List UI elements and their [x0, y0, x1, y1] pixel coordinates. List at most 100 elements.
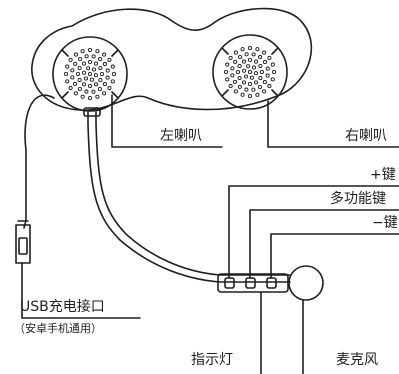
grille-hole — [230, 66, 235, 71]
grille-hole — [237, 84, 242, 89]
grille-hole — [258, 55, 263, 60]
usb-note-label: （安卓手机通用） — [14, 322, 102, 335]
plus-key-leader — [228, 185, 399, 279]
grille-hole — [107, 86, 112, 91]
grille-hole — [247, 93, 253, 99]
left-speaker-grille — [63, 47, 117, 101]
grille-hole — [87, 83, 93, 89]
grille-hole — [225, 62, 230, 67]
grille-hole — [244, 52, 249, 57]
grille-hole — [73, 61, 78, 66]
grille-hole — [253, 59, 259, 64]
right-speaker-leader — [267, 100, 399, 148]
grille-hole — [265, 73, 270, 78]
grille-hole — [95, 94, 100, 99]
grille-hole — [270, 77, 275, 82]
grille-hole — [243, 74, 249, 79]
grille-hole — [95, 49, 100, 54]
grille-hole — [63, 71, 69, 77]
microphone-label: 麦克风 — [336, 352, 378, 368]
grille-hole — [255, 47, 260, 52]
grille-hole — [80, 94, 85, 99]
grille-hole — [255, 92, 260, 97]
right-speaker-label: 右喇叭 — [345, 128, 387, 144]
grille-hole — [241, 80, 247, 85]
grille-hole — [75, 71, 81, 77]
grille-hole — [72, 81, 78, 86]
grille-hole — [253, 80, 259, 85]
multi-key-leader — [249, 209, 399, 279]
grille-hole — [232, 79, 238, 84]
right-speaker-grille — [223, 45, 277, 99]
grille-hole — [82, 70, 87, 75]
grille-hole — [270, 62, 275, 67]
grille-hole — [246, 64, 251, 69]
grille-hole — [81, 82, 87, 87]
boom-mount — [83, 107, 101, 117]
grille-hole — [237, 75, 242, 81]
mic-boom-arm-inner — [95, 111, 291, 276]
grille-hole — [89, 77, 94, 82]
grille-hole — [102, 62, 108, 67]
grille-hole — [77, 65, 82, 71]
grille-hole — [233, 59, 238, 64]
usb-port-label: USB充电接口 — [20, 299, 105, 315]
grille-hole — [271, 69, 277, 75]
grille-hole — [68, 57, 73, 62]
grille-hole — [249, 75, 254, 80]
usb-connector-head — [15, 224, 31, 264]
grille-hole — [91, 67, 97, 72]
grille-hole — [81, 61, 87, 66]
grille-hole — [99, 71, 105, 77]
grille-hole — [237, 63, 242, 69]
grille-hole — [93, 61, 99, 66]
multi-key-label: 多功能键 — [330, 191, 386, 207]
grille-hole — [105, 68, 110, 73]
grille-hole — [73, 91, 78, 96]
minus-key-button[interactable] — [266, 277, 277, 289]
grille-hole — [265, 66, 270, 71]
usb-icon — [18, 237, 28, 255]
grille-hole — [223, 69, 229, 75]
mic-boom-arm — [87, 111, 291, 283]
minus-key-label: −键 — [372, 215, 398, 231]
grille-hole — [98, 65, 103, 71]
grille-hole — [233, 50, 238, 55]
grille-hole — [258, 63, 263, 69]
grille-hole — [98, 57, 103, 62]
grille-hole — [87, 95, 93, 101]
grille-hole — [87, 71, 93, 77]
grille-hole — [86, 66, 91, 71]
grille-hole — [80, 49, 85, 54]
grille-hole — [78, 56, 83, 62]
indicator-label: 指示灯 — [191, 352, 233, 368]
grille-hole — [251, 87, 256, 92]
grille-hole — [102, 52, 107, 57]
grille-hole — [107, 57, 112, 62]
left-speaker — [52, 36, 128, 112]
usb-cable — [23, 94, 55, 229]
grille-hole — [97, 86, 102, 92]
left-speaker-label: 左喇叭 — [160, 128, 202, 144]
grille-hole — [70, 68, 75, 73]
grille-hole — [240, 92, 245, 97]
plus-key-button[interactable] — [224, 277, 235, 289]
grille-hole — [65, 64, 70, 69]
grille-hole — [84, 54, 89, 59]
grille-hole — [91, 89, 96, 94]
grille-hole — [77, 77, 82, 83]
grille-hole — [102, 91, 107, 96]
grille-hole — [253, 71, 258, 76]
grille-hole — [77, 86, 82, 91]
multi-key-button[interactable] — [245, 277, 256, 289]
grille-hole — [110, 79, 115, 84]
grille-hole — [259, 69, 265, 75]
grille-hole — [93, 73, 98, 78]
grille-hole — [267, 55, 272, 60]
grille-hole — [247, 57, 253, 63]
inline-controller — [217, 273, 289, 293]
grille-hole — [91, 54, 96, 59]
grille-hole — [233, 89, 238, 94]
grille-hole — [98, 77, 103, 83]
